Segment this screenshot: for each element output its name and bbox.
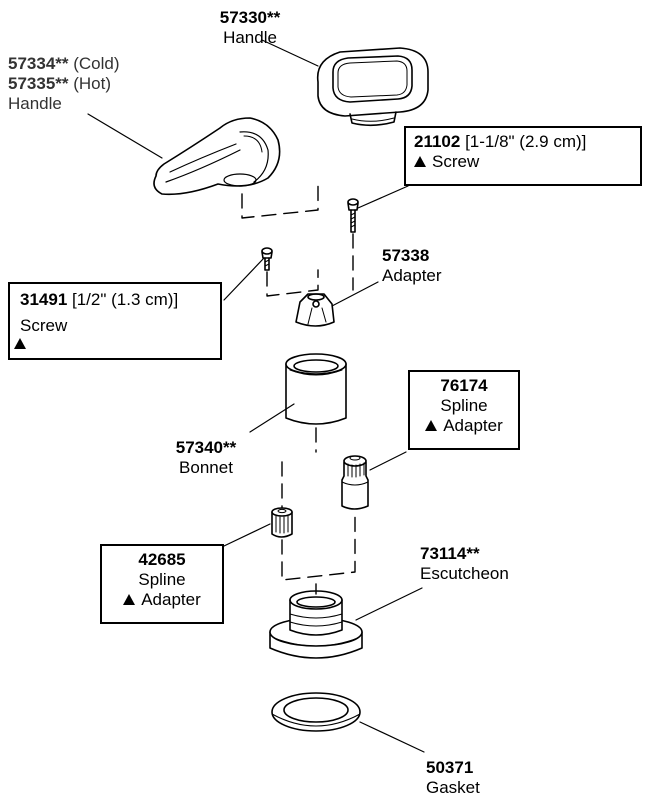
part-number: 50371 [426, 758, 474, 777]
label-50371: 50371 Gasket [426, 758, 480, 798]
escutcheon-part [269, 590, 363, 659]
part-suffix: ** [55, 54, 69, 73]
spline-adapter-large-part [341, 455, 369, 510]
part-number: 73114 [420, 544, 467, 563]
part-note: (Cold) [68, 54, 120, 73]
part-suffix: ** [267, 8, 281, 27]
part-suffix: ** [466, 544, 480, 563]
part-name: Escutcheon [420, 564, 509, 583]
part-number: 57330 [219, 8, 268, 27]
part-note: (Hot) [68, 74, 112, 93]
part-name: Adapter [382, 266, 442, 285]
label-57338: 57338 Adapter [382, 246, 442, 286]
part-number: 57340 [175, 438, 224, 457]
part-number: 21102 [414, 132, 461, 151]
part-number: 57335 [8, 74, 56, 93]
leader-lines [87, 39, 425, 753]
part-name: Handle [223, 28, 277, 47]
gasket-part [271, 692, 361, 732]
long-screw-part [347, 198, 359, 233]
alignment-lines [241, 181, 356, 595]
label-73114: 73114** Escutcheon [420, 544, 509, 584]
part-number: 42685 [138, 550, 186, 569]
lever-handle-part [153, 117, 281, 196]
triangle-icon [14, 338, 26, 349]
triangle-icon [414, 156, 426, 167]
triangle-icon [123, 594, 136, 605]
part-number: 57338 [382, 246, 430, 265]
part-number: 76174 [440, 376, 488, 395]
part-name: Handle [8, 94, 62, 113]
adapter-part [295, 293, 335, 327]
square-handle-part [316, 47, 429, 127]
label-57334-57335: 57334** (Cold) 57335** (Hot) Handle [8, 54, 120, 114]
part-number: 57334 [8, 54, 56, 73]
triangle-icon [425, 420, 438, 431]
spline-adapter-small-part [271, 507, 293, 538]
part-name: Bonnet [179, 458, 233, 477]
bonnet-part [285, 353, 347, 425]
part-name-2: Adapter [141, 590, 201, 609]
callout-42685: 42685 Spline Adapter [100, 544, 224, 624]
part-size: [1/2" (1.3 cm)] [67, 290, 179, 309]
callout-21102: 21102 [1-1/8" (2.9 cm)] Screw [404, 126, 642, 186]
part-name: Spline [440, 396, 488, 415]
part-number: 31491 [20, 290, 68, 309]
label-57340: 57340** Bonnet [156, 438, 256, 478]
callout-31491: 31491 [1/2" (1.3 cm)] Screw [8, 282, 222, 360]
callout-76174: 76174 Spline Adapter [408, 370, 520, 450]
part-suffix: ** [55, 74, 69, 93]
part-size: [1-1/8" (2.9 cm)] [460, 132, 587, 151]
part-name: Gasket [426, 778, 480, 797]
label-57330: 57330** Handle [200, 8, 300, 48]
part-name-2: Adapter [443, 416, 503, 435]
short-screw-part [261, 247, 273, 271]
part-suffix: ** [223, 438, 237, 457]
part-name: Screw [20, 316, 68, 335]
part-name: Screw [432, 152, 480, 171]
part-name: Spline [138, 570, 186, 589]
